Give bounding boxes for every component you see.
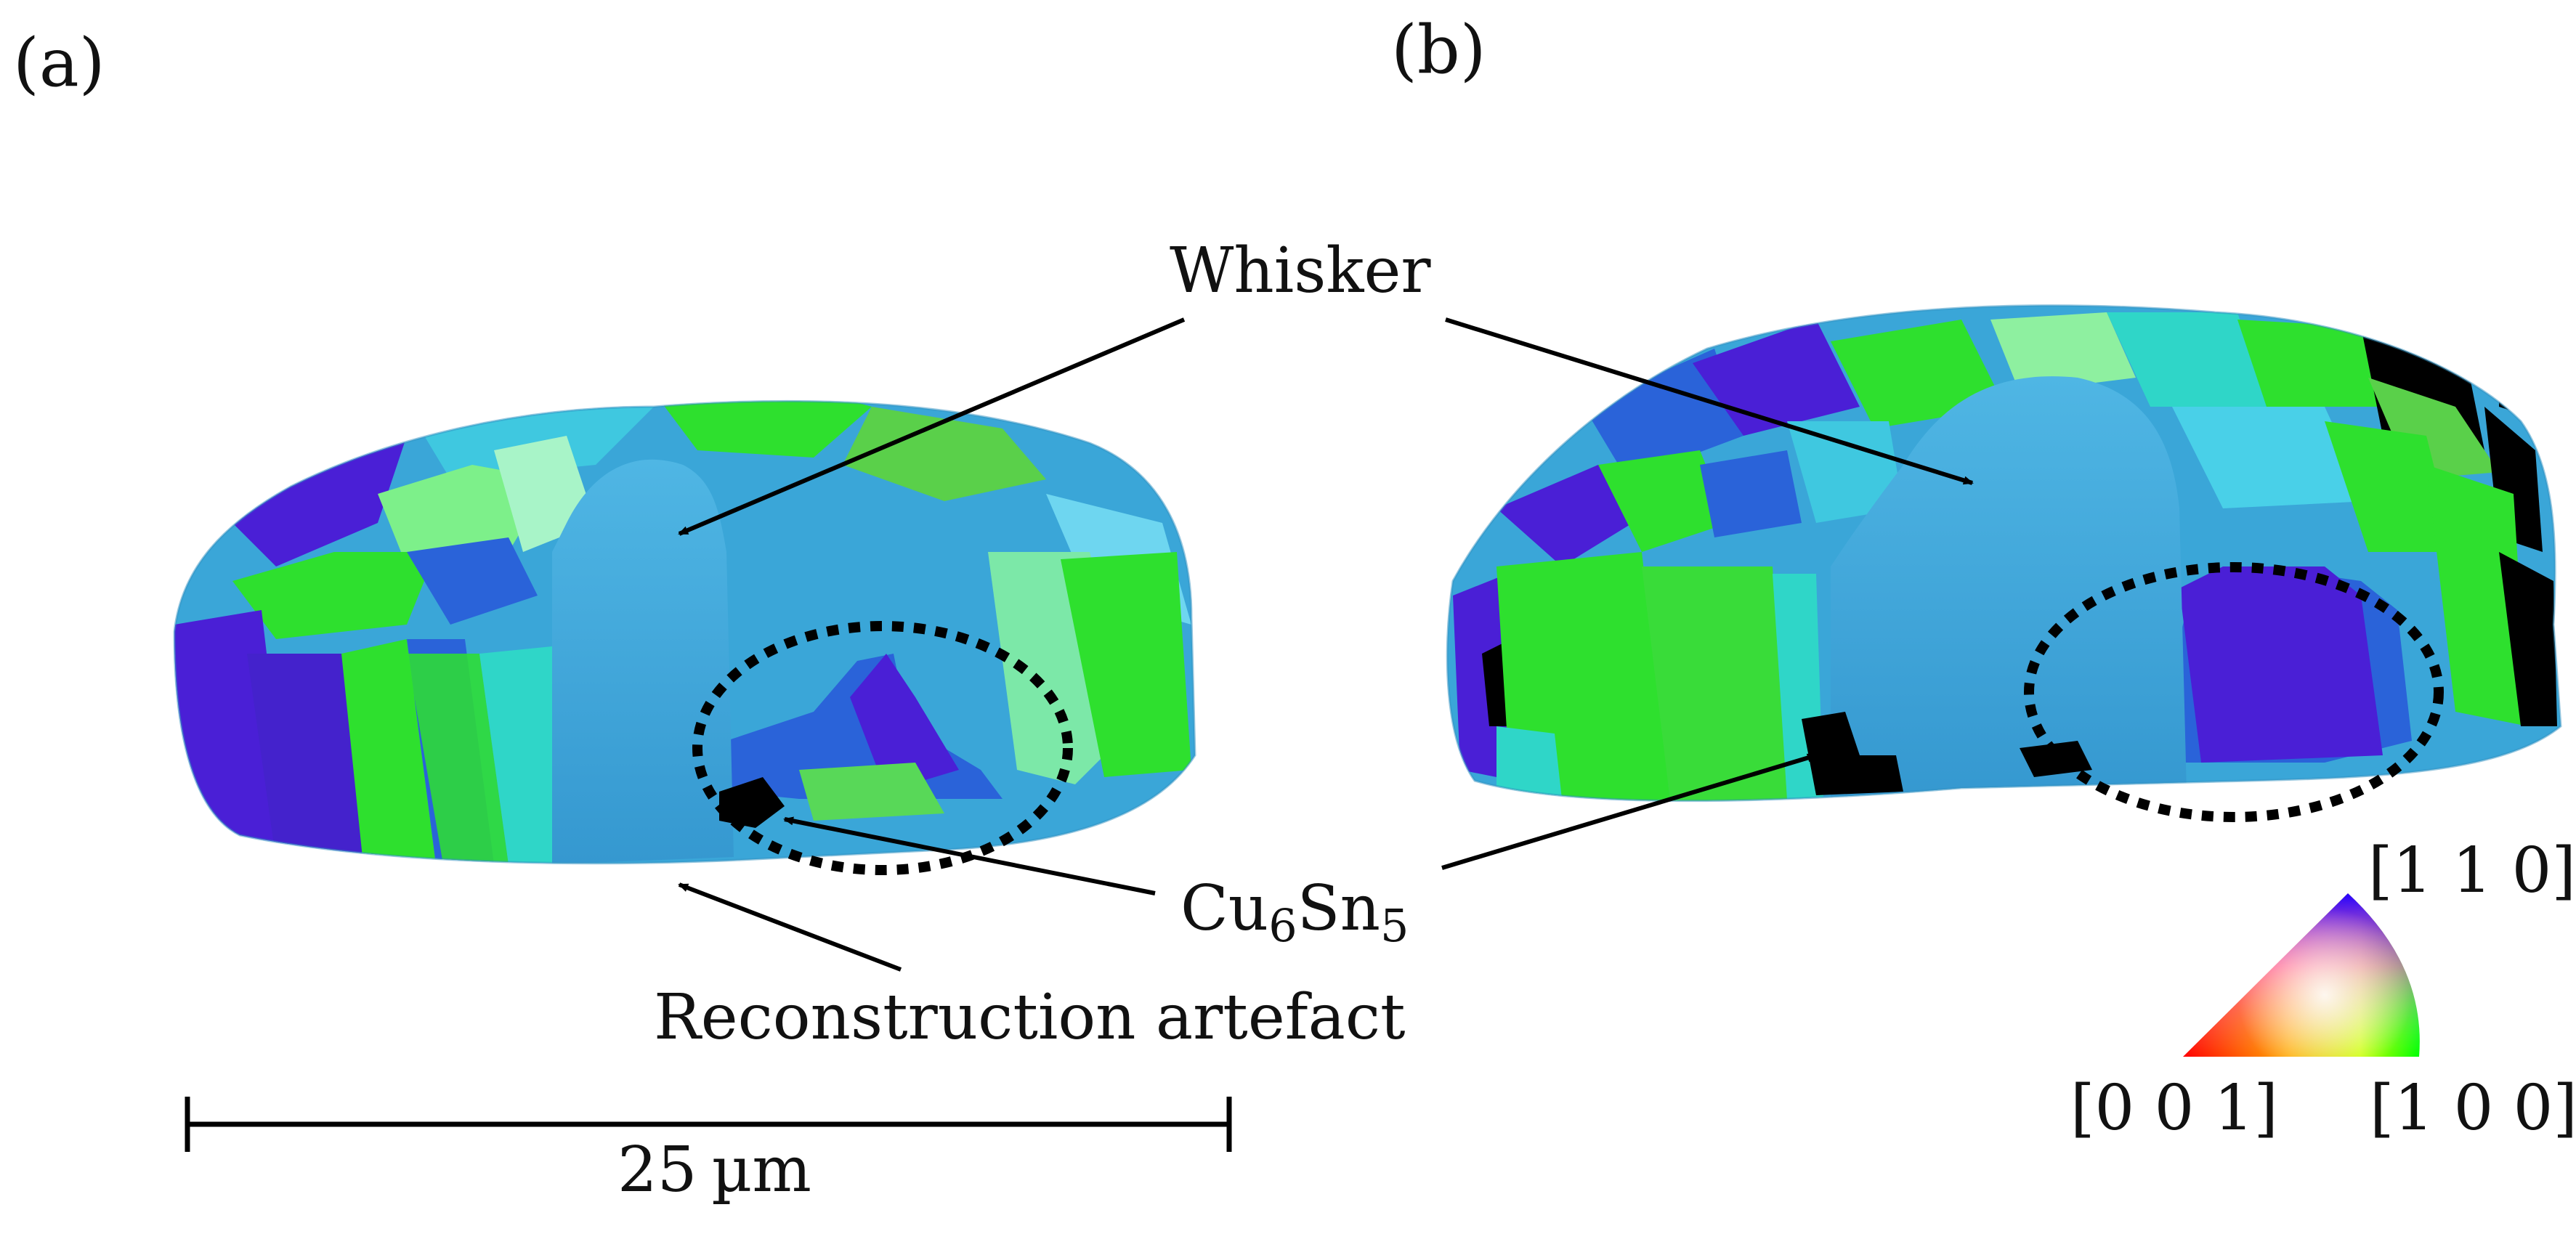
highlight-ellipse-b (2024, 562, 2444, 822)
arrow-whisker-b (1445, 317, 1974, 485)
ipf-label-110: [1 1 0] (2368, 834, 2576, 907)
sample-reconstruction-b (1447, 305, 2561, 801)
ipf-color-key: [1 1 0] [0 0 1] [1 0 0] (2070, 834, 2576, 1145)
sample-reconstruction-a (174, 401, 1195, 864)
sample-a-outline (173, 399, 1196, 865)
panel-label-a: (a) (13, 24, 105, 102)
ipf-label-100: [1 0 0] (2370, 1072, 2576, 1145)
highlight-ellipse-a (692, 621, 1073, 875)
annotation-reconstruction-artefact: Reconstruction artefact (654, 981, 1406, 1054)
annotation-whisker: Whisker (1170, 235, 1431, 307)
panel-label-b: (b) (1391, 11, 1486, 89)
ipf-label-001: [0 0 1] (2070, 1072, 2278, 1145)
sample-b-outline (1446, 304, 2562, 803)
arrow-cu6sn5-b (1441, 753, 1818, 870)
arrow-whisker-a (678, 317, 1186, 536)
arrow-cu6sn5-a (783, 816, 1156, 895)
annotation-cu6sn5: Cu6Sn5 (1180, 872, 1409, 952)
arrow-reconstruction (678, 882, 902, 972)
